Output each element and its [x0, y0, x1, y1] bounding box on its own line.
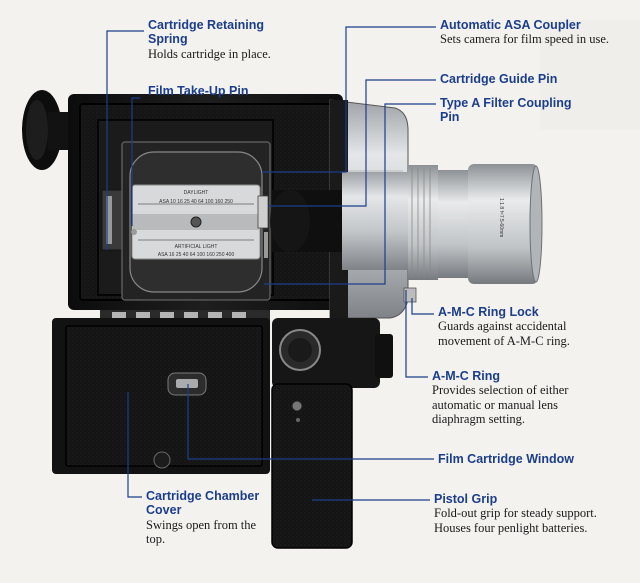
callout-title: Film Cartridge Window — [438, 452, 574, 466]
callout-title: Pistol Grip — [434, 492, 498, 506]
zoom-lens: 1:1.8 f=7.5-60mm — [270, 164, 543, 284]
leader-lines — [106, 26, 436, 501]
callout-amc-ring-lock: A-M-C Ring Lock Guards against accidenta… — [438, 305, 603, 348]
callout-desc: Guards against accidental movement of A-… — [438, 319, 570, 348]
leader-film-cartridge-window — [187, 384, 434, 460]
callout-title: Cartridge Retaining Spring — [148, 18, 264, 47]
lens-engraving: 1:1.8 f=7.5-60mm — [498, 198, 504, 237]
callout-title: Film Take-Up Pin — [148, 84, 249, 98]
callout-desc: Holds cartridge in place. — [148, 46, 271, 61]
asa-scale-bottom: ASA 16 25 40 64 100 160 250 400 — [158, 252, 235, 258]
viewfinder-eyecup — [22, 90, 70, 170]
callout-desc: Fold-out grip for steady support. Houses… — [434, 506, 597, 535]
callout-film-takeup-pin: Film Take-Up Pin — [148, 84, 288, 98]
leader-automatic-asa-coupler — [262, 26, 436, 173]
leader-cartridge-guide-pin — [268, 79, 436, 207]
pistol-grip — [271, 318, 393, 549]
callout-cartridge-retaining-spring: Cartridge Retaining Spring Holds cartrid… — [148, 18, 288, 61]
leader-amc-ring-lock — [411, 298, 434, 315]
callout-film-cartridge-window: Film Cartridge Window — [438, 452, 608, 466]
background-print — [540, 20, 640, 130]
leader-type-a-filter-pin — [264, 103, 436, 285]
leader-cartridge-retaining-spring — [106, 30, 144, 250]
cartridge-chamber-cover — [52, 318, 270, 474]
callout-cartridge-chamber-cover: Cartridge Chamber Cover Swings open from… — [146, 489, 266, 547]
callout-automatic-asa-coupler: Automatic ASA Coupler Sets camera for fi… — [440, 18, 625, 47]
plate-top-label: DAYLIGHT — [184, 190, 209, 196]
callout-title: Cartridge Guide Pin — [440, 72, 558, 86]
asa-scale-top: ASA 10 16 25 40 64 100 160 250 — [159, 199, 233, 205]
amc-ring-lock — [403, 287, 417, 303]
leader-amc-ring — [405, 290, 428, 378]
callout-cartridge-guide-pin: Cartridge Guide Pin — [440, 72, 620, 86]
plate-bottom-label: ARTIFICIAL LIGHT — [175, 244, 218, 250]
callout-desc: Sets camera for film speed in use. — [440, 32, 610, 47]
callout-title: Cartridge Chamber Cover — [146, 489, 260, 518]
leader-film-takeup-pin — [131, 97, 140, 226]
callout-title: A-M-C Ring Lock — [438, 305, 539, 319]
callout-title: Type A Filter Coupling Pin — [440, 96, 572, 125]
callout-title: A-M-C Ring — [432, 369, 501, 383]
pressure-plate: DAYLIGHT ASA 10 16 25 40 64 100 160 250 … — [121, 141, 271, 301]
callout-title: Automatic ASA Coupler — [440, 18, 581, 32]
leader-cartridge-chamber-cover — [127, 392, 142, 498]
callout-type-a-filter-pin: Type A Filter Coupling Pin — [440, 96, 580, 125]
callout-desc: Provides selection of either automatic o… — [432, 383, 569, 427]
callout-amc-ring: A-M-C Ring Provides selection of either … — [432, 369, 572, 427]
callout-pistol-grip: Pistol Grip Fold-out grip for steady sup… — [434, 492, 609, 535]
callout-desc: Swings open from the top. — [146, 517, 257, 547]
coupler-hardware — [257, 195, 269, 258]
